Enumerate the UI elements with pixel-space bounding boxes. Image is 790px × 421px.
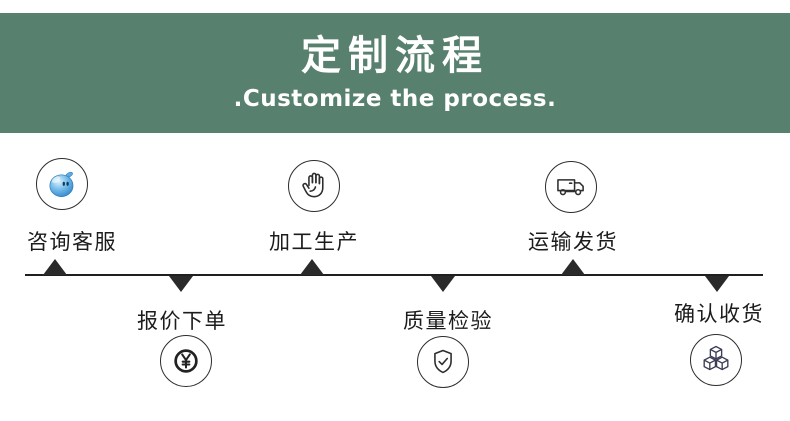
timeline-marker-up-consult xyxy=(43,259,67,275)
banner-title: 定制流程 xyxy=(301,33,489,79)
shield-check-icon xyxy=(417,336,469,388)
chat-bubble-icon xyxy=(36,158,88,210)
timeline-marker-down-quality xyxy=(431,276,455,292)
step-label-quality: 质量检验 xyxy=(403,309,493,333)
boxes-icon xyxy=(690,334,742,386)
timeline-marker-up-production xyxy=(300,259,324,275)
step-label-production: 加工生产 xyxy=(269,230,359,254)
step-label-consult: 咨询客服 xyxy=(27,230,117,254)
truck-icon xyxy=(545,161,597,213)
timeline-marker-up-shipping xyxy=(561,259,585,275)
timeline-marker-down-receipt xyxy=(705,276,729,292)
yuan-coin-icon xyxy=(160,335,212,387)
timeline-line xyxy=(25,274,763,276)
hand-icon xyxy=(288,160,340,212)
timeline-marker-down-quote xyxy=(169,276,193,292)
header-banner: 定制流程 .Customize the process. xyxy=(0,13,790,133)
step-label-quote: 报价下单 xyxy=(137,309,227,333)
banner-subtitle: .Customize the process. xyxy=(233,86,557,112)
step-label-shipping: 运输发货 xyxy=(528,230,618,254)
step-label-receipt: 确认收货 xyxy=(674,302,764,326)
